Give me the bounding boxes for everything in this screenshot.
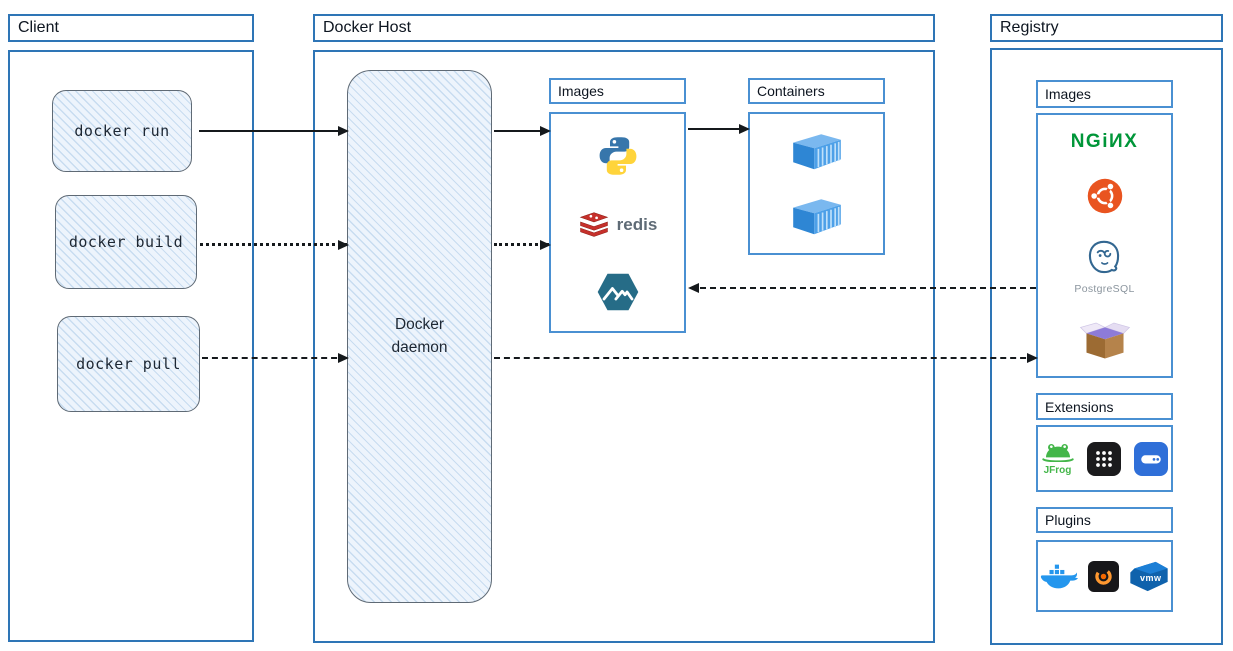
- docker-run-node: docker run: [52, 90, 192, 172]
- vmware-label: vmw: [1140, 572, 1162, 583]
- docker-daemon-label: Docker daemon: [391, 316, 448, 356]
- arrow-build-to-daemon: [200, 239, 349, 250]
- arrow-daemon-build-to-images: [494, 239, 551, 250]
- arrow-registry-to-host-images: [688, 282, 1036, 293]
- postgresql-logo: PostgreSQL: [1074, 239, 1134, 295]
- alpine-icon: [597, 273, 639, 311]
- arrow-run-to-daemon: [199, 125, 349, 136]
- registry-extensions-title-label: Extensions: [1045, 398, 1114, 415]
- jfrog-logo: JFrog: [1041, 442, 1074, 476]
- container-icon: [788, 130, 846, 172]
- host-images-panel: redis: [549, 112, 686, 333]
- docker-build-label: docker build: [68, 233, 184, 251]
- arrow-pull-to-daemon: [202, 352, 349, 363]
- registry-extensions-title: Extensions: [1036, 393, 1173, 420]
- arrow-daemon-to-registry: [494, 352, 1038, 363]
- container-icon: [788, 195, 846, 237]
- docker-pull-label: docker pull: [76, 355, 181, 373]
- docker-build-node: docker build: [55, 195, 197, 289]
- registry-plugins-panel: vmw: [1036, 540, 1173, 612]
- busybox-icon: [1079, 320, 1131, 360]
- ubuntu-icon: [1087, 178, 1123, 214]
- redis-logo: redis: [578, 209, 658, 242]
- python-icon: [596, 134, 640, 178]
- host-containers-panel: [748, 112, 885, 255]
- postgresql-icon: [1085, 239, 1123, 282]
- app-grid-icon: [1086, 441, 1121, 476]
- host-images-title-label: Images: [558, 83, 604, 99]
- docker-whale-icon: [1040, 562, 1078, 591]
- arrow-daemon-to-images: [494, 125, 551, 136]
- redis-label: redis: [616, 215, 658, 235]
- grafana-icon: [1088, 560, 1119, 592]
- jfrog-icon: [1041, 442, 1074, 467]
- disk-app-icon: [1133, 441, 1168, 476]
- redis-icon: [578, 209, 610, 242]
- registry-images-title: Images: [1036, 80, 1173, 108]
- host-images-title: Images: [549, 78, 686, 104]
- postgresql-label: PostgreSQL: [1074, 282, 1135, 295]
- host-containers-title: Containers: [748, 78, 885, 104]
- docker-run-label: docker run: [74, 122, 170, 140]
- vmware-icon: vmw: [1129, 560, 1169, 593]
- registry-extensions-panel: JFrog: [1036, 425, 1173, 492]
- docker-host-title-label: Docker Host: [323, 19, 412, 36]
- registry-images-title-label: Images: [1045, 86, 1091, 102]
- registry-section-title: Registry: [990, 14, 1223, 42]
- registry-title-label: Registry: [1000, 19, 1059, 36]
- docker-pull-node: docker pull: [57, 316, 200, 412]
- client-section-title: Client: [8, 14, 254, 42]
- registry-plugins-title-label: Plugins: [1045, 512, 1091, 528]
- registry-plugins-title: Plugins: [1036, 507, 1173, 533]
- docker-daemon-node: Docker daemon: [347, 70, 492, 603]
- nginx-logo: NGiИX: [1070, 131, 1139, 153]
- host-containers-title-label: Containers: [757, 83, 825, 99]
- jfrog-label: JFrog: [1043, 464, 1072, 476]
- client-title-label: Client: [18, 19, 59, 36]
- arrow-images-to-containers: [688, 123, 750, 134]
- registry-images-panel: NGiИX: [1036, 113, 1173, 378]
- docker-host-section-title: Docker Host: [313, 14, 935, 42]
